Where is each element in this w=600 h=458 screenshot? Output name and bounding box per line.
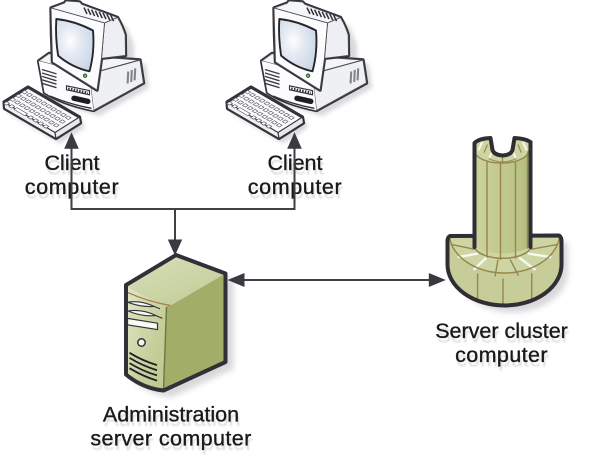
svg-text:server computer: server computer [92, 431, 253, 455]
svg-text:Server cluster: Server cluster [437, 323, 570, 347]
svg-text:computer: computer [457, 347, 550, 371]
svg-text:server computer: server computer [90, 427, 251, 451]
svg-text:Administration: Administration [104, 407, 240, 431]
svg-text:Administration: Administration [103, 403, 239, 427]
svg-text:Client: Client [46, 155, 101, 179]
svg-text:computer: computer [455, 343, 548, 367]
svg-text:computer: computer [249, 179, 343, 203]
svg-text:Server cluster: Server cluster [435, 319, 568, 343]
svg-text:computer: computer [26, 179, 120, 203]
svg-text:Client: Client [269, 155, 324, 179]
